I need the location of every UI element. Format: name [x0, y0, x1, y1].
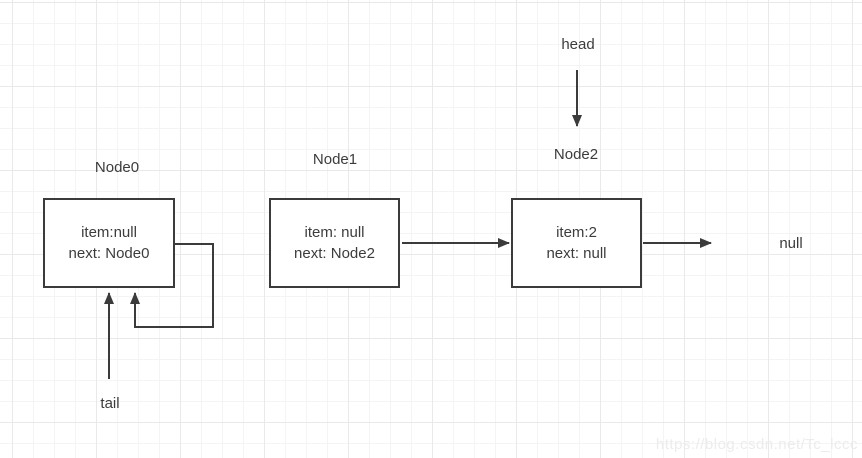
node0-item-text: item:null — [81, 224, 137, 241]
node1-title: Node1 — [312, 151, 358, 168]
node2-box: item:2 next: null — [511, 198, 642, 288]
head-pointer-label: head — [561, 36, 595, 53]
node2-title: Node2 — [553, 146, 599, 163]
node2-item-text: item:2 — [556, 224, 597, 241]
node0-title: Node0 — [94, 159, 140, 176]
node1-next-text: next: Node2 — [294, 245, 375, 262]
null-terminal-label: null — [779, 235, 803, 252]
node1-box: item: null next: Node2 — [269, 198, 400, 288]
tail-pointer-label: tail — [100, 395, 120, 412]
node1-item-text: item: null — [304, 224, 365, 241]
watermark-text: https://blog.csdn.net/Tc_lccc — [655, 436, 858, 453]
node0-next-text: next: Node0 — [68, 245, 150, 262]
node2-next-text: next: null — [546, 245, 607, 262]
node0-box: item:null next: Node0 — [43, 198, 175, 288]
